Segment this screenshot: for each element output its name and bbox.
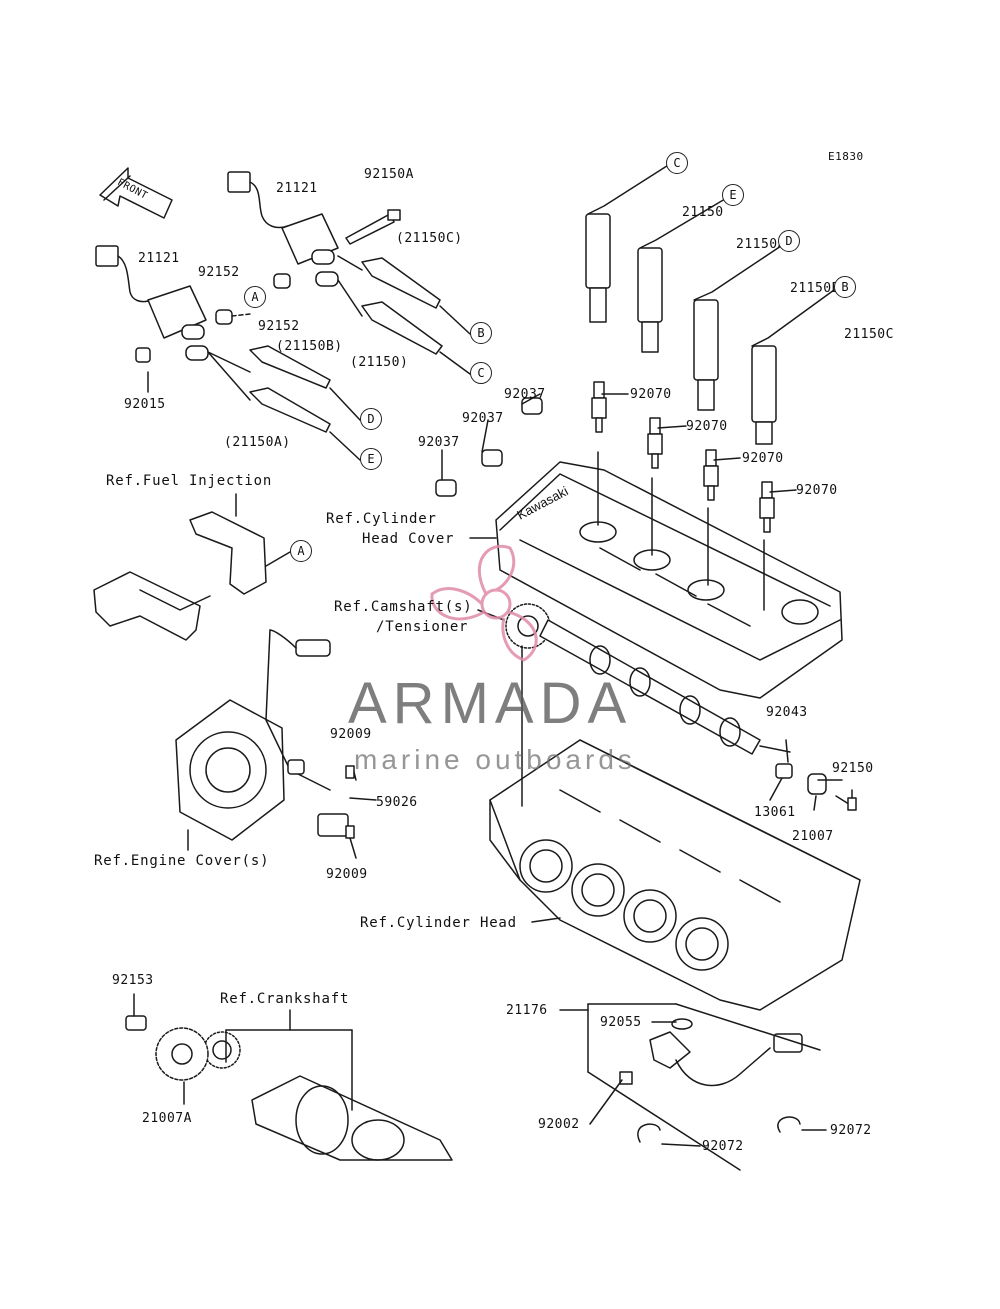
part-label[interactable]: 92015	[124, 397, 166, 412]
ref-cylinder-head[interactable]: Ref.Cylinder Head	[360, 915, 517, 931]
part-label[interactable]: 21150B	[790, 281, 840, 296]
part-label[interactable]: 21007A	[142, 1111, 192, 1126]
part-label[interactable]: 21150C	[844, 327, 894, 342]
ref-fuel-injection[interactable]: Ref.Fuel Injection	[106, 473, 273, 489]
part-label[interactable]: 92037	[462, 411, 504, 426]
part-label[interactable]: 21176	[506, 1003, 548, 1018]
ref-camshaft-line1[interactable]: Ref.Camshaft(s)	[334, 599, 473, 615]
part-label[interactable]: 13061	[754, 805, 796, 820]
part-label[interactable]: (21150)	[350, 355, 409, 370]
callout-c[interactable]: C	[470, 362, 492, 384]
front-arrow-icon	[99, 167, 173, 219]
diagram-code: E1830	[828, 150, 864, 163]
ref-crankshaft[interactable]: Ref.Crankshaft	[220, 991, 350, 1007]
ref-camshaft-line2[interactable]: /Tensioner	[376, 619, 469, 635]
part-label[interactable]: 92152	[258, 319, 300, 334]
callout-b[interactable]: B	[834, 276, 856, 298]
callout-c[interactable]: C	[666, 152, 688, 174]
part-label[interactable]: 92009	[330, 727, 372, 742]
crank-sensor	[619, 1018, 803, 1143]
plug-wire-D	[693, 243, 785, 411]
callout-e[interactable]: E	[722, 184, 744, 206]
ref-engine-cover[interactable]: Ref.Engine Cover(s)	[94, 853, 270, 869]
callout-d[interactable]: D	[778, 230, 800, 252]
part-label[interactable]: (21150C)	[396, 231, 463, 246]
callout-e[interactable]: E	[360, 448, 382, 470]
ignition-coil-right	[227, 171, 339, 287]
part-label[interactable]: 92009	[326, 867, 368, 882]
part-label[interactable]: 92070	[742, 451, 784, 466]
watermark-propeller-icon	[430, 544, 538, 662]
engine-cover	[175, 699, 285, 841]
part-label[interactable]: 92153	[112, 973, 154, 988]
part-label[interactable]: 21007	[792, 829, 834, 844]
cylinder-head-cover: Kawasaki	[495, 461, 843, 699]
callout-a[interactable]: A	[290, 540, 312, 562]
part-label[interactable]: 21150A	[736, 237, 786, 252]
part-label[interactable]: 92150A	[364, 167, 414, 182]
callout-a[interactable]: A	[244, 286, 266, 308]
callout-b[interactable]: B	[470, 322, 492, 344]
ignition-coil-left	[95, 245, 209, 363]
part-label[interactable]: 21121	[276, 181, 318, 196]
crankshaft	[203, 1031, 453, 1161]
part-label[interactable]: 92152	[198, 265, 240, 280]
watermark-subtitle: marine outboards	[354, 744, 636, 775]
part-label[interactable]: 92055	[600, 1015, 642, 1030]
watermark-title: ARMADA	[348, 671, 633, 736]
camshaft	[505, 603, 761, 755]
plug-wire-B	[751, 289, 835, 445]
part-label[interactable]: 92043	[766, 705, 808, 720]
callout-d[interactable]: D	[360, 408, 382, 430]
plug-wire-E	[637, 195, 731, 353]
spark-plugs	[591, 381, 775, 533]
part-label[interactable]: 92037	[504, 387, 546, 402]
part-label[interactable]: (21150B)	[276, 339, 343, 354]
part-label[interactable]: 92072	[702, 1139, 744, 1154]
cylinder-head	[489, 739, 861, 1011]
plug-wire-C	[585, 163, 671, 323]
part-label[interactable]: 92002	[538, 1117, 580, 1132]
part-label[interactable]: 92070	[630, 387, 672, 402]
part-label[interactable]: 92037	[418, 435, 460, 450]
ref-cylinder-head-cover-line1[interactable]: Ref.Cylinder	[326, 511, 437, 527]
part-label[interactable]: (21150A)	[224, 435, 291, 450]
part-label[interactable]: 92072	[830, 1123, 872, 1138]
part-label[interactable]: 21121	[138, 251, 180, 266]
part-label[interactable]: 21150	[682, 205, 724, 220]
part-label[interactable]: 92150	[832, 761, 874, 776]
fuel-injection-bracket	[93, 511, 267, 641]
part-label[interactable]: 92070	[796, 483, 838, 498]
ref-cylinder-head-cover-line2[interactable]: Head Cover	[362, 531, 455, 547]
part-label[interactable]: 59026	[376, 795, 418, 810]
part-label[interactable]: 92070	[686, 419, 728, 434]
